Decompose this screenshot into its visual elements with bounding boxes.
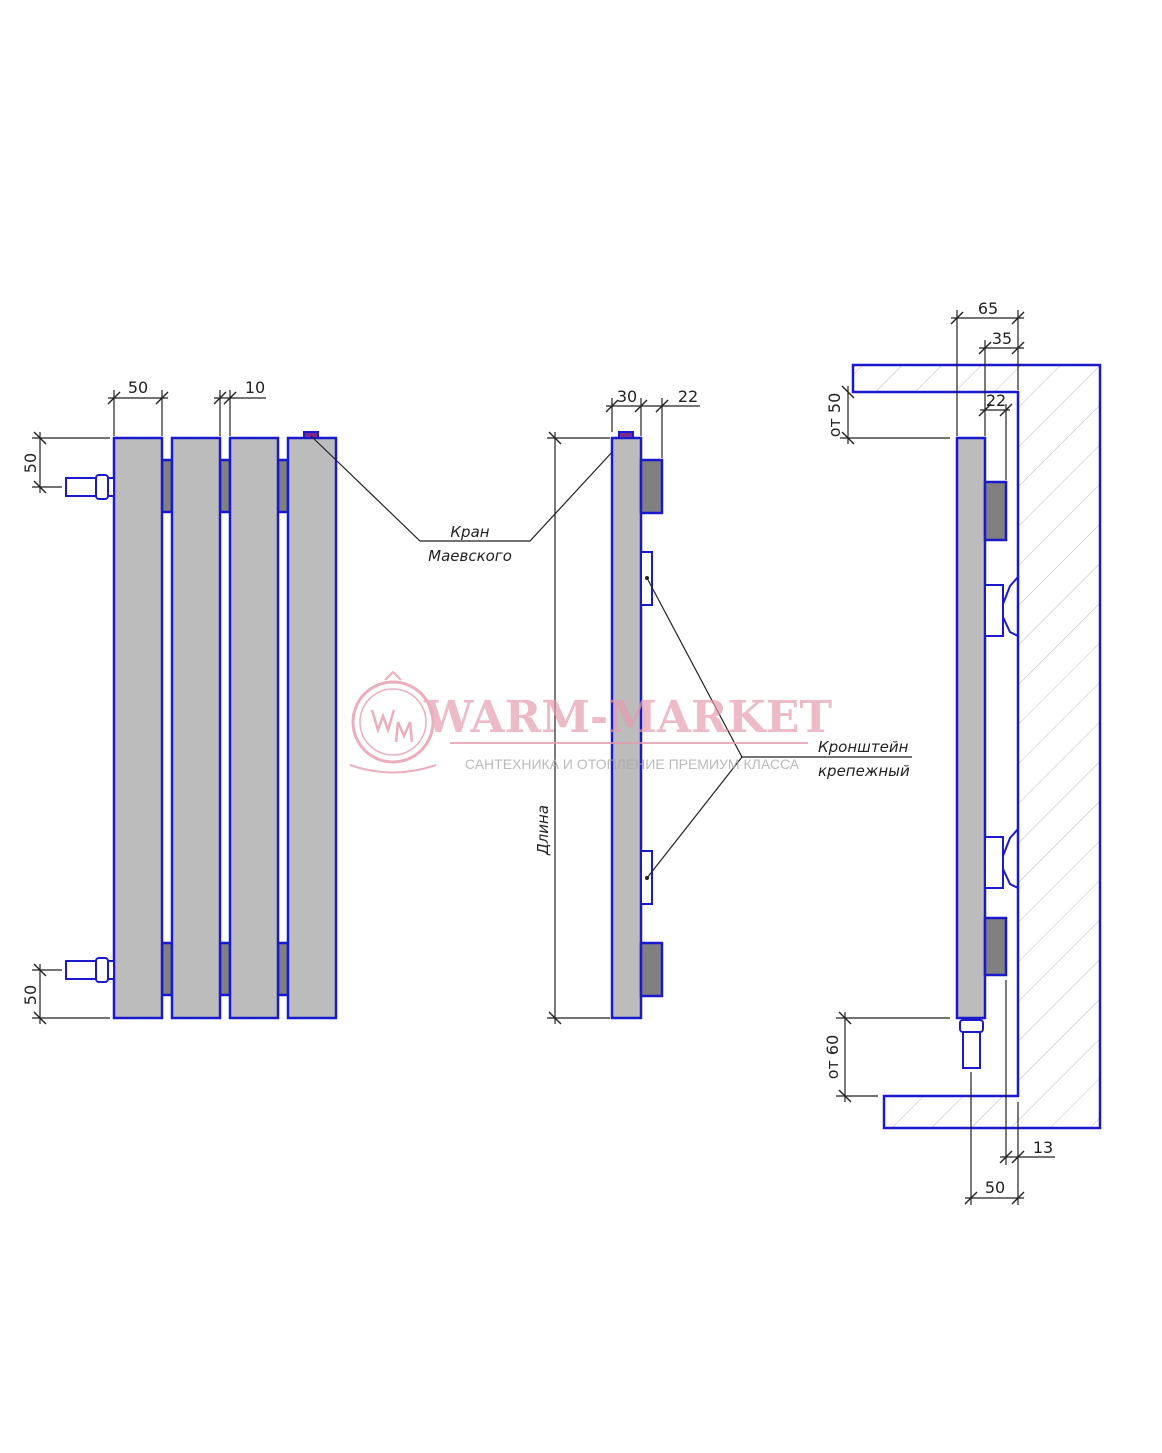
radiator-section-3: [228, 436, 280, 1020]
radiator-section-2: [170, 436, 222, 1020]
bracket-label-line2: крепежный: [818, 762, 910, 780]
dim-bottom-pipe-offset-label: 50: [985, 1178, 1005, 1197]
dim-depth: 30 22: [605, 387, 700, 458]
dim-length: Длина: [534, 431, 610, 1025]
dim-pipe-top: 50: [21, 431, 110, 494]
inlet-pipe-top: [65, 474, 115, 500]
valve-label-line1: Кран: [450, 523, 489, 541]
valve-callout: Кран Маевского: [310, 435, 627, 565]
outlet-pipe-bottom: [65, 957, 115, 983]
dim-wall-total: 65: [950, 299, 1025, 436]
collector-bottom: [639, 941, 664, 998]
dim-bottom-clearance-label: от 60: [823, 1035, 842, 1080]
dim-bottom-wall-offset-label: 13: [1033, 1138, 1053, 1157]
installation-view: 65 35 22 от 50 от 60: [823, 299, 1102, 1205]
radiator-section-4: [286, 436, 338, 1020]
dim-wall-gap-label: 35: [992, 329, 1012, 348]
dim-bracket-depth-label: 22: [678, 387, 698, 406]
dim-wall-bracket: 22: [978, 391, 1013, 480]
side-view: 30 22 Длина: [534, 387, 700, 1025]
maevsky-valve: [303, 431, 319, 439]
dim-top-clearance: от 50: [825, 385, 950, 445]
wall-bracket-top: [984, 576, 1019, 637]
bracket-label-line1: Кронштейн: [818, 738, 909, 756]
dim-bottom-clearance: от 60: [823, 1011, 950, 1103]
outlet-pipe: [959, 1019, 984, 1069]
dim-wall-gap: 35: [978, 329, 1025, 436]
radiator-installed: [955, 436, 987, 1020]
dim-pipe-bottom-label: 50: [21, 985, 40, 1005]
dim-section-width-label: 50: [128, 378, 148, 397]
front-view: 50 10 50 50: [21, 378, 338, 1025]
watermark-logo: [349, 670, 437, 774]
dim-length-label: Длина: [534, 805, 552, 856]
wall-bracket-bottom: [984, 828, 1019, 889]
dim-top-clearance-label: от 50: [825, 393, 844, 438]
radiator-section-1: [112, 436, 164, 1020]
dim-bottom-pipe-offset: 50: [964, 1072, 1025, 1205]
valve-label-line2: Маевского: [428, 547, 512, 565]
bracket-callout: Кронштейн крепежный: [645, 576, 912, 880]
maevsky-valve-side: [618, 431, 634, 439]
watermark-tagline: САНТЕХНИКА И ОТОПЛЕНИЕ ПРЕМИУМ КЛАССА: [465, 756, 800, 772]
dim-pipe-bottom: 50: [21, 963, 110, 1025]
dim-depth-label: 30: [617, 387, 637, 406]
dim-pipe-top-label: 50: [21, 453, 40, 473]
collector-top: [639, 458, 664, 515]
dim-section-gap: 10: [213, 378, 266, 436]
dim-section-width: 50: [107, 378, 169, 436]
watermark-brand: WARM-MARKET: [423, 692, 832, 743]
dim-section-gap-label: 10: [245, 378, 265, 397]
watermark: WARM-MARKET САНТЕХНИКА И ОТОПЛЕНИЕ ПРЕМИ…: [349, 670, 832, 774]
dim-bottom-wall-offset: 13: [999, 980, 1055, 1205]
dim-wall-total-label: 65: [978, 299, 998, 318]
wall-section: [851, 363, 1102, 1130]
dim-wall-bracket-label: 22: [986, 391, 1006, 410]
